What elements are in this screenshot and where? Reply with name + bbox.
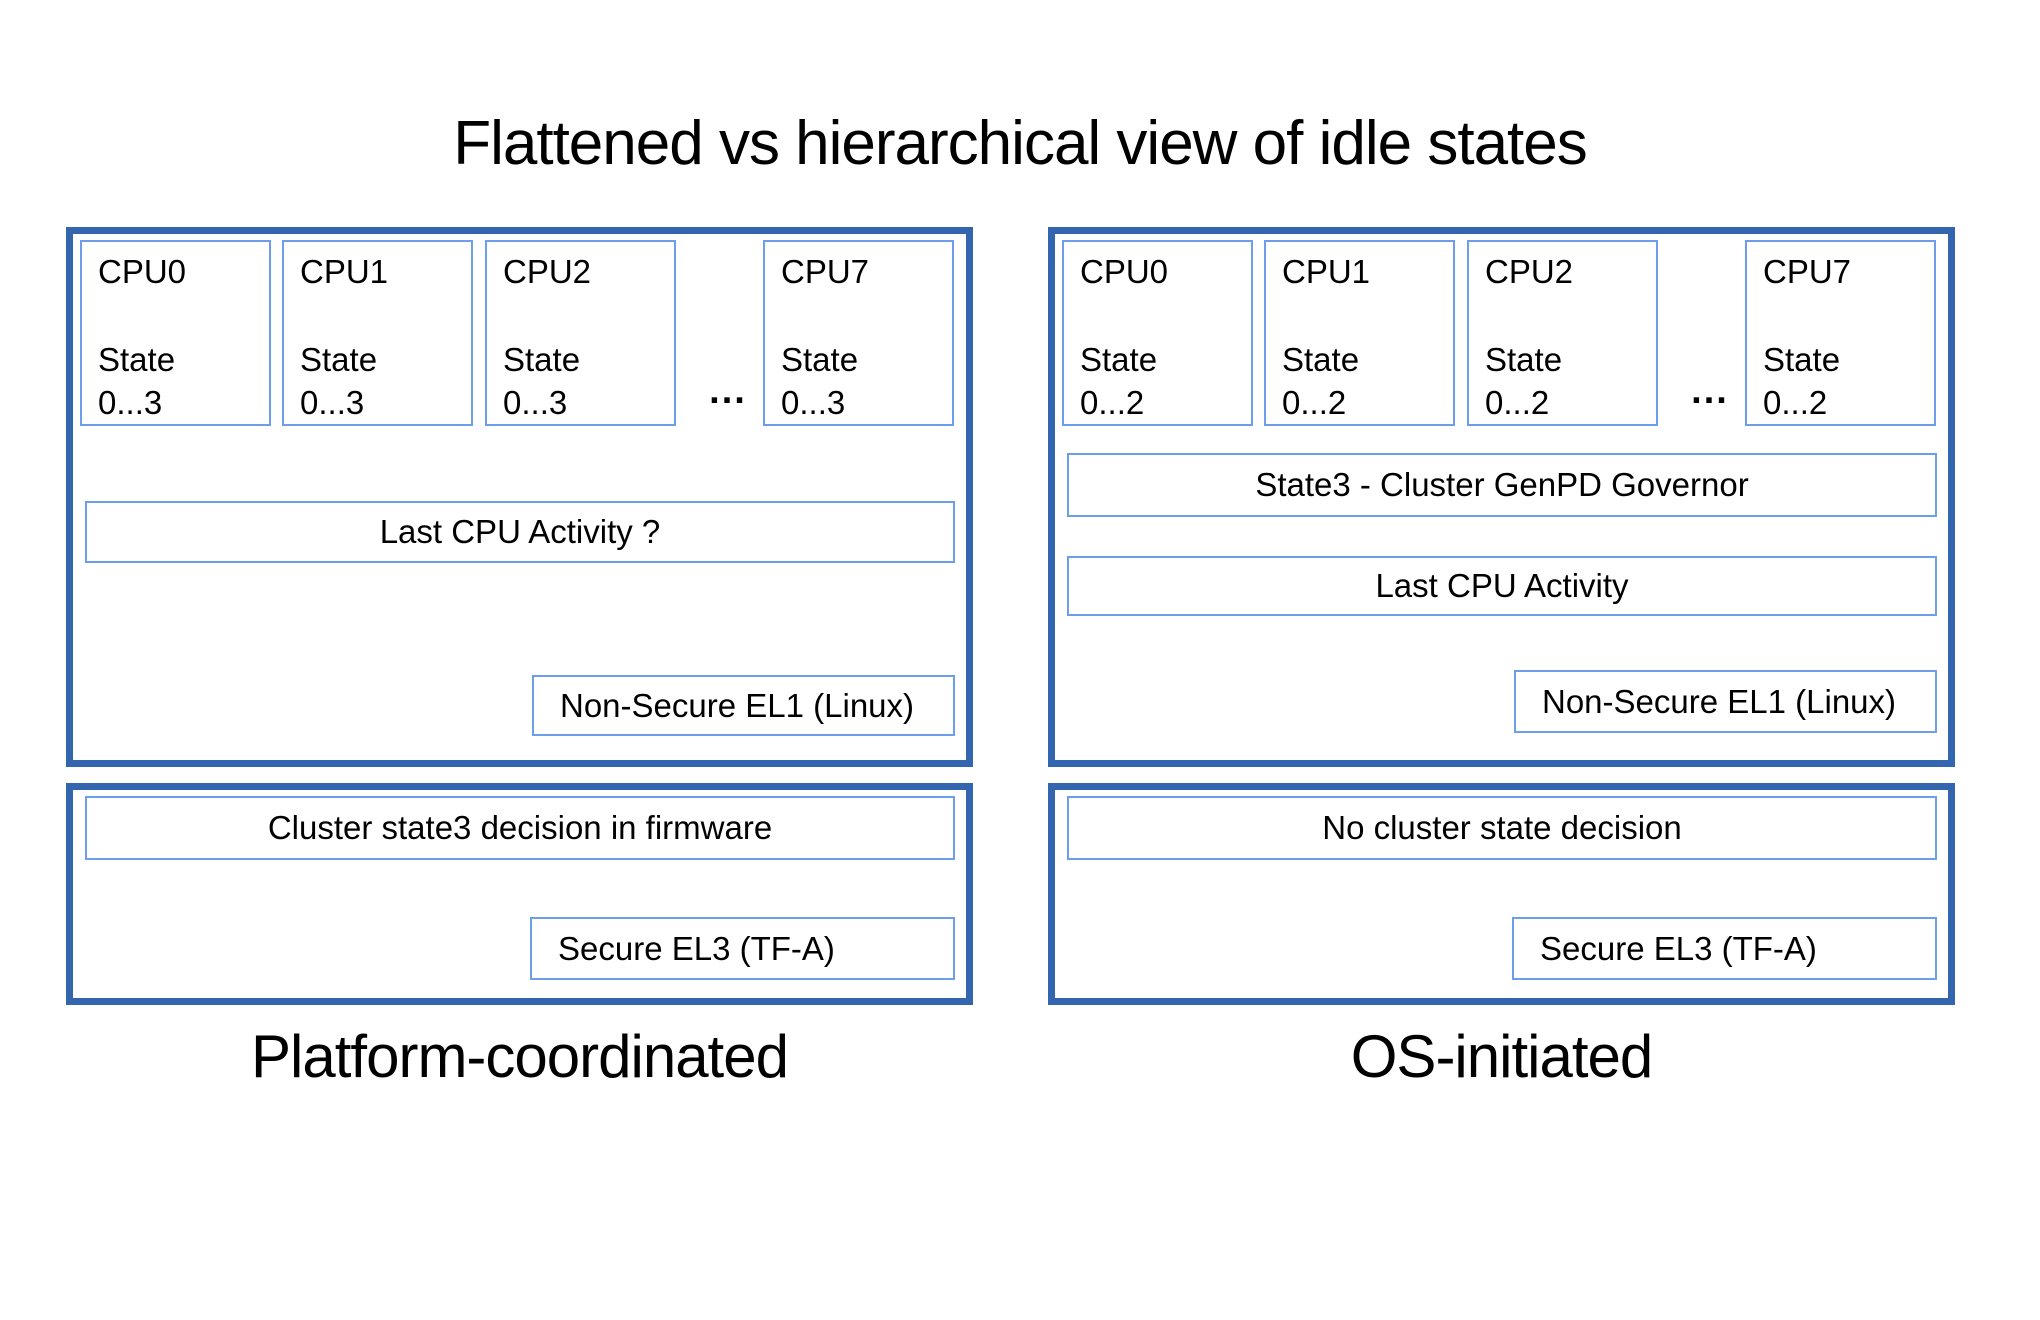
cpu-box: CPU0 State 0...3	[80, 240, 271, 426]
cpu-box: CPU1 State 0...3	[282, 240, 473, 426]
secure-el3-box: Secure EL3 (TF-A)	[530, 917, 955, 980]
cpu-state: State 0...3	[300, 338, 465, 425]
cpu-state-label: State	[503, 340, 581, 378]
no-cluster-decision-box: No cluster state decision	[1067, 796, 1937, 860]
diagram-title: Flattened vs hierarchical view of idle s…	[453, 109, 1588, 178]
cpu-name: CPU2	[1485, 253, 1574, 290]
cpu-name: CPU2	[503, 253, 592, 290]
cpu-state: State 0...2	[1763, 338, 1928, 425]
cpu-state-label: State	[1282, 340, 1360, 378]
cpu-state-range: 0...2	[1763, 384, 1828, 422]
cpu-state: State 0...3	[98, 338, 263, 425]
cpu-state: State 0...2	[1485, 338, 1650, 425]
cpu-state-range: 0...2	[1282, 384, 1347, 422]
hierarchical-firmware-panel: No cluster state decision Secure EL3 (TF…	[1048, 783, 1955, 1005]
cpu-name: CPU0	[1080, 253, 1169, 290]
cpu-state: State 0...2	[1080, 338, 1245, 425]
cpu-box: CPU7 State 0...3	[763, 240, 954, 426]
cpu-name: CPU1	[1282, 253, 1371, 290]
cpu-box: CPU2 State 0...3	[485, 240, 676, 426]
cluster-genpd-governor-box: State3 - Cluster GenPD Governor	[1067, 453, 1937, 517]
flattened-cluster-panel: CPU0 State 0...3 CPU1 State 0...3 CPU2 S…	[66, 227, 973, 767]
cluster-decision-box: Cluster state3 decision in firmware	[85, 796, 955, 860]
cpu-state-label: State	[1080, 340, 1158, 378]
ellipsis: ...	[1691, 370, 1729, 412]
cpu-state-range: 0...3	[503, 384, 568, 422]
cpu-name: CPU7	[1763, 253, 1852, 290]
cpu-state-label: State	[300, 340, 378, 378]
cpu-state: State 0...2	[1282, 338, 1447, 425]
cpu-state-label: State	[1763, 340, 1841, 378]
cpu-state-range: 0...3	[781, 384, 846, 422]
ellipsis: ...	[709, 370, 747, 412]
cpu-state-label: State	[98, 340, 176, 378]
cpu-state: State 0...3	[503, 338, 668, 425]
cpu-name: CPU7	[781, 253, 870, 290]
last-cpu-activity-box: Last CPU Activity	[1067, 556, 1937, 616]
cpu-state-range: 0...3	[300, 384, 365, 422]
cpu-state-range: 0...2	[1080, 384, 1145, 422]
cpu-box: CPU2 State 0...2	[1467, 240, 1658, 426]
non-secure-el1-box: Non-Secure EL1 (Linux)	[1514, 670, 1937, 733]
last-cpu-activity-box: Last CPU Activity ?	[85, 501, 955, 563]
cpu-name: CPU1	[300, 253, 389, 290]
cpu-state-range: 0...3	[98, 384, 163, 422]
cpu-box: CPU7 State 0...2	[1745, 240, 1936, 426]
cpu-state-range: 0...2	[1485, 384, 1550, 422]
flattened-firmware-panel: Cluster state3 decision in firmware Secu…	[66, 783, 973, 1005]
hierarchical-cluster-panel: CPU0 State 0...2 CPU1 State 0...2 CPU2 S…	[1048, 227, 1955, 767]
non-secure-el1-box: Non-Secure EL1 (Linux)	[532, 675, 955, 736]
cpu-name: CPU0	[98, 253, 187, 290]
cpu-box: CPU0 State 0...2	[1062, 240, 1253, 426]
cpu-box: CPU1 State 0...2	[1264, 240, 1455, 426]
cpu-state: State 0...3	[781, 338, 946, 425]
caption-platform-coordinated: Platform-coordinated	[251, 1023, 789, 1090]
cpu-state-label: State	[781, 340, 859, 378]
cpu-state-label: State	[1485, 340, 1563, 378]
caption-os-initiated: OS-initiated	[1350, 1023, 1653, 1090]
secure-el3-box: Secure EL3 (TF-A)	[1512, 917, 1937, 980]
